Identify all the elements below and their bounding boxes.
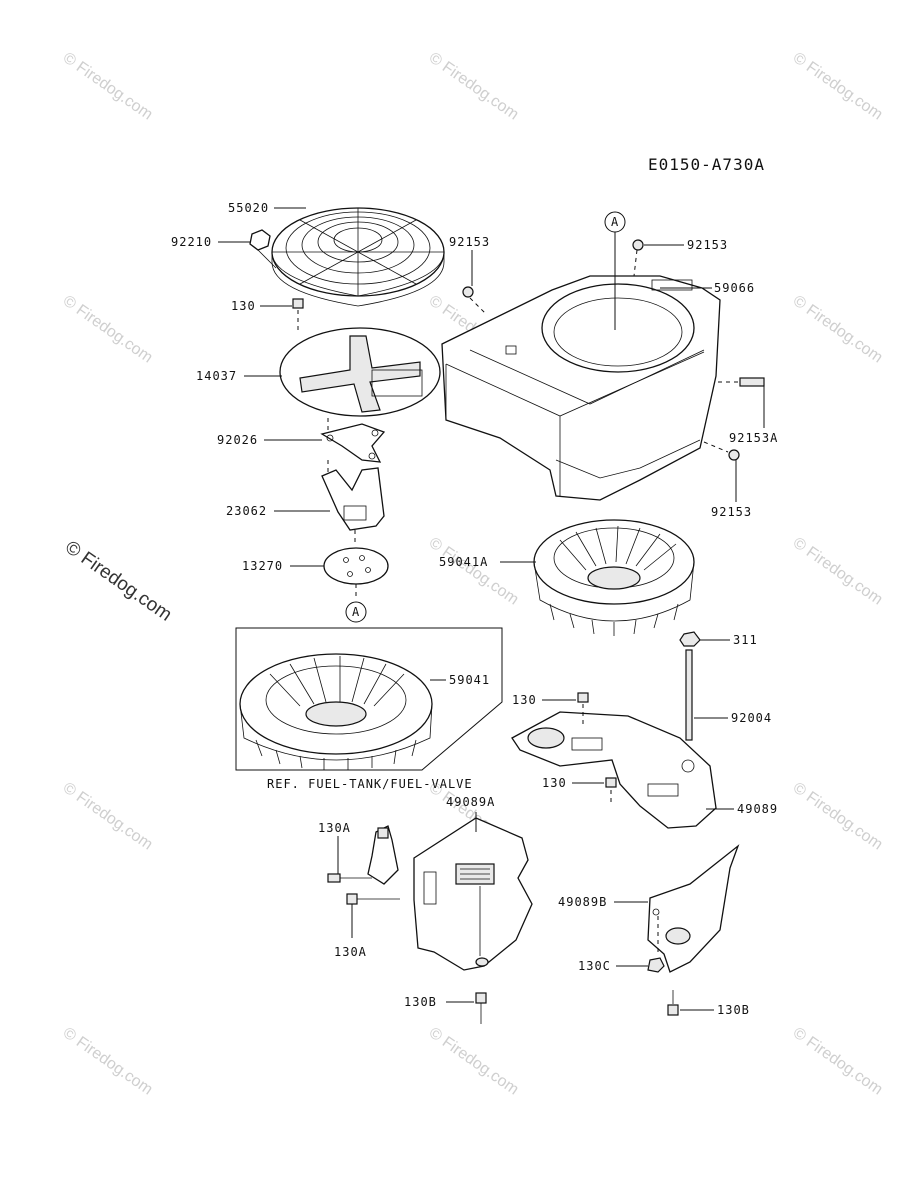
flywheel-59041 [239, 653, 433, 770]
watermark-8: © Firedog.com [790, 534, 886, 608]
bolt-130B-right [667, 990, 679, 1016]
spring-plate-92026 [320, 418, 386, 463]
label-130A-bottom: 130A [334, 945, 367, 959]
label-130-mid2: 130 [542, 776, 567, 790]
bolt-130-top [292, 298, 304, 332]
bracket-23062 [321, 460, 385, 531]
plate-14037 [279, 327, 441, 417]
bolt-130-mid1 [577, 692, 589, 724]
bracket-130A [367, 825, 399, 885]
watermark-main: © Firedog.com [61, 537, 175, 626]
watermark-12: © Firedog.com [60, 1024, 156, 1098]
label-130B-right: 130B [717, 1003, 750, 1017]
callout-a-right-text: A [611, 215, 619, 229]
label-92026: 92026 [217, 433, 258, 447]
nut-311 [679, 631, 701, 647]
label-130-mid1: 130 [512, 693, 537, 707]
cover-49089B [647, 844, 740, 973]
bolt-92153-top [632, 239, 644, 277]
leader-lines [218, 207, 765, 1011]
watermark-6: © Firedog.com [790, 292, 886, 366]
label-92153-right: 92153 [711, 505, 752, 519]
watermark-2: © Firedog.com [426, 49, 522, 123]
stud-92004 [685, 649, 693, 741]
label-13270: 13270 [242, 559, 283, 573]
bolt-92153-right [703, 441, 740, 461]
watermark-14: © Firedog.com [790, 1024, 886, 1098]
screen-55020 [271, 207, 445, 307]
cover-49089A [413, 817, 533, 971]
watermark-1: © Firedog.com [60, 49, 156, 123]
part-labels: 55020 92210 92153 92153 59066 130 14037 … [171, 201, 778, 1017]
callout-a-left: A [345, 601, 367, 623]
label-49089B: 49089B [558, 895, 607, 909]
label-92153-top: 92153 [687, 238, 728, 252]
nut-92210 [249, 229, 277, 269]
bolt-130A-1 [327, 873, 372, 883]
watermark-13: © Firedog.com [426, 1024, 522, 1098]
label-92153-left: 92153 [449, 235, 490, 249]
label-311: 311 [733, 633, 758, 647]
reference-box [235, 627, 503, 771]
blower-housing [441, 275, 721, 501]
label-92004: 92004 [731, 711, 772, 725]
diagram-code: E0150-A730A [648, 155, 765, 174]
watermark-7: © Firedog.com [426, 534, 522, 608]
watermark-3: © Firedog.com [790, 49, 886, 123]
bolt-130B-left [475, 992, 487, 1024]
watermark-11: © Firedog.com [790, 779, 886, 853]
callout-a-left-text: A [352, 605, 360, 619]
label-130B-left: 130B [404, 995, 437, 1009]
label-92210: 92210 [171, 235, 212, 249]
label-49089A: 49089A [446, 795, 495, 809]
watermark-9: © Firedog.com [60, 779, 156, 853]
label-55020: 55020 [228, 201, 269, 215]
plate-49089 [511, 711, 717, 829]
label-59041A: 59041A [439, 555, 488, 569]
label-23062: 23062 [226, 504, 267, 518]
label-14037: 14037 [196, 369, 237, 383]
label-59066: 59066 [714, 281, 755, 295]
bolt-92153-left [462, 286, 487, 315]
label-130-top: 130 [231, 299, 256, 313]
fan-59041A [533, 519, 695, 636]
callout-a-right: A [604, 211, 626, 330]
watermark-4: © Firedog.com [60, 292, 156, 366]
bolt-130C [647, 957, 665, 973]
bolt-130-mid2 [605, 777, 617, 806]
reference-note: REF. FUEL-TANK/FUEL-VALVE [267, 777, 473, 791]
plate-13270 [323, 530, 389, 598]
label-59041: 59041 [449, 673, 490, 687]
label-130C: 130C [578, 959, 611, 973]
label-92153A: 92153A [729, 431, 778, 445]
bolt-92153A [718, 377, 765, 387]
label-49089: 49089 [737, 802, 778, 816]
label-130A-top: 130A [318, 821, 351, 835]
bolt-130A-2 [346, 893, 400, 905]
